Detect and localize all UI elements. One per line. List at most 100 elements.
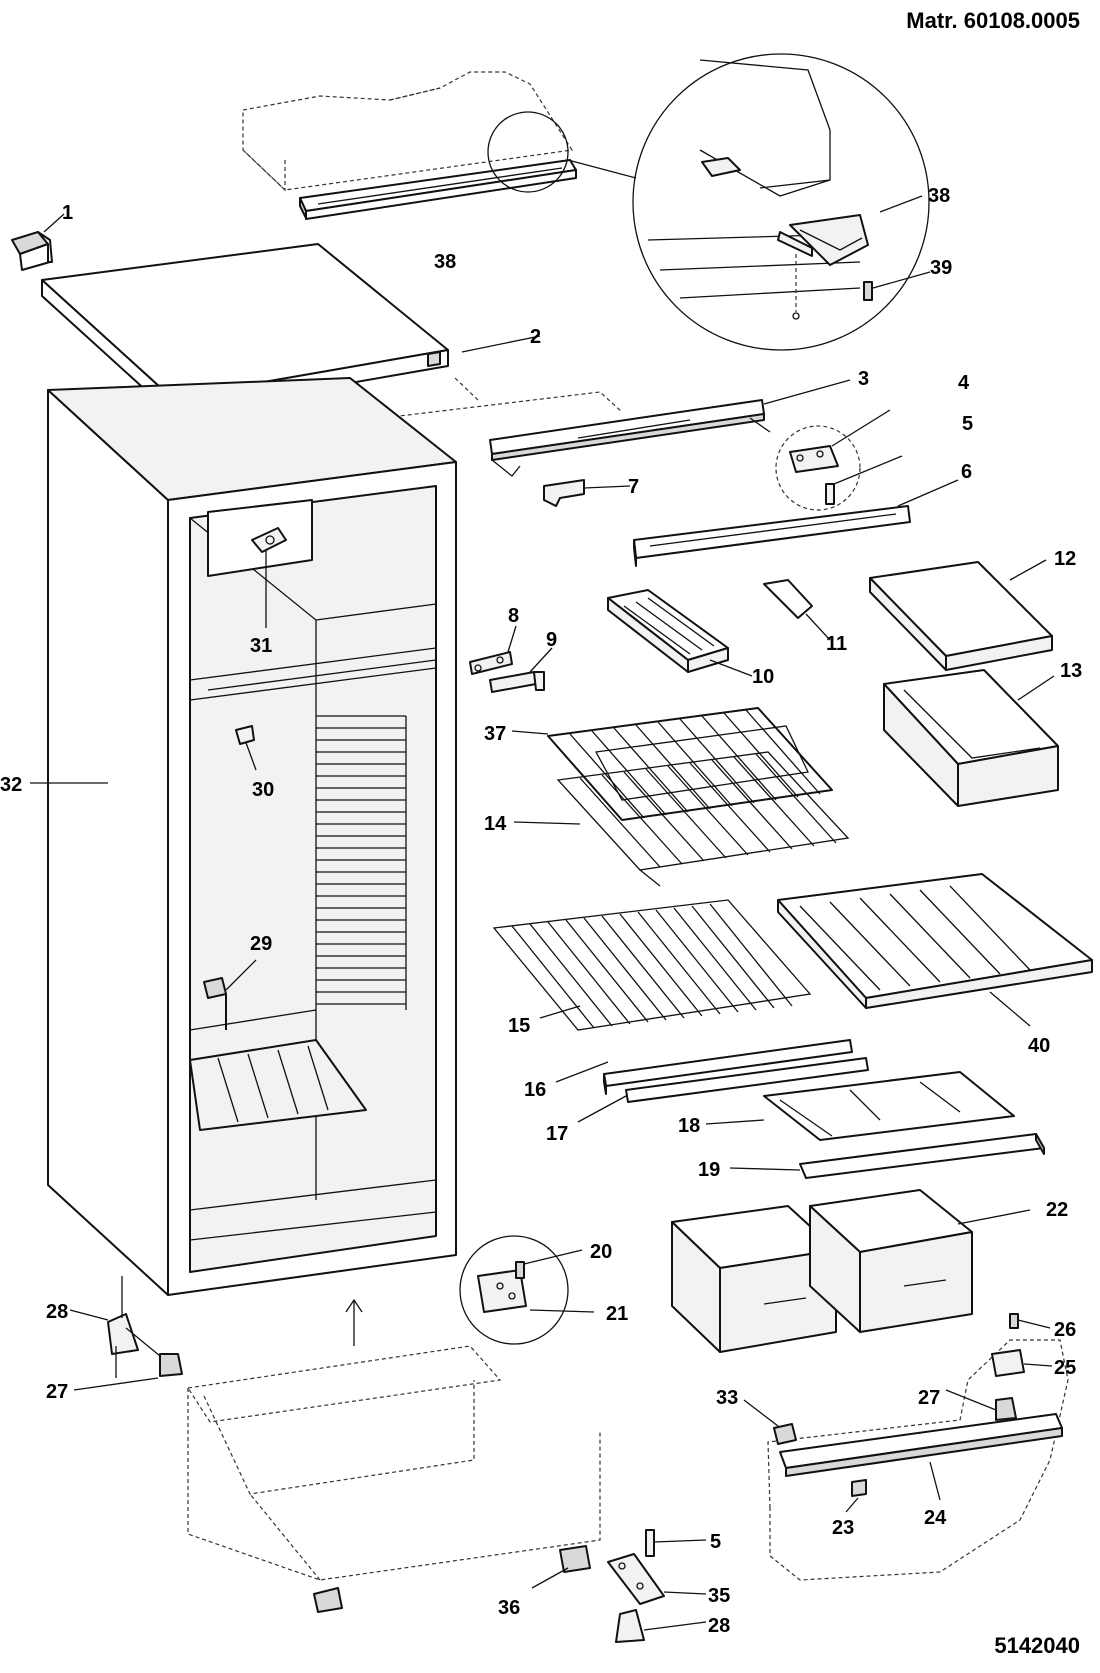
leader-13 [1017,675,1055,701]
label-9: 9 [546,629,557,651]
part-15-wire-rack [492,899,812,1031]
label-35: 35 [708,1585,730,1607]
label-27: 27 [46,1381,68,1403]
assembly-arrow [345,1298,363,1346]
label-16: 16 [524,1079,546,1101]
leader-1 [43,213,65,233]
leader-8 [507,625,517,653]
lid-guide-2 [454,377,479,401]
part-30-pin [235,725,255,745]
leader-33 [743,1399,779,1427]
part-11-scraper [763,579,813,619]
label-25: 25 [1054,1357,1076,1379]
part-21-hinge [477,1269,527,1313]
leader-20 [523,1249,583,1265]
zoom-source-circle [487,111,569,193]
label-13: 13 [1060,660,1082,682]
label-33: 33 [716,1387,738,1409]
label-4: 4 [958,372,970,394]
lower-right-detail-outline [767,1339,1069,1581]
label-5-top: 5 [962,413,973,435]
label-14: 14 [484,813,507,835]
label-21: 21 [606,1303,628,1325]
part-35-hinge [607,1553,665,1605]
zoom-connector [567,159,637,179]
leader-16 [555,1061,609,1083]
leader-28-bottom [643,1621,707,1631]
leader-29 [225,959,257,991]
part-16-strip [603,1039,853,1095]
leader-15 [539,1005,581,1019]
cabinet-shelf-ribs [316,715,407,1010]
leader-39 [872,271,931,289]
part-26-screw [1009,1313,1019,1329]
label-31: 31 [250,635,272,657]
part-24-strip [779,1413,1063,1477]
part-3-rail [489,399,771,477]
part-17-strip [625,1057,869,1103]
leader-17 [577,1095,627,1123]
cabinet-bottom-grill [189,1039,367,1131]
hinge-detail-circle [775,425,861,511]
part-29-probe [203,977,227,1030]
label-27-right: 27 [918,1387,940,1409]
leader-30 [244,739,257,771]
drawing-number: 5142040 [994,1633,1080,1658]
part-18-glass [763,1071,1015,1141]
leader-10 [709,659,753,677]
leader-4 [831,409,891,447]
leader-23 [845,1497,859,1513]
label-10: 10 [752,666,774,688]
label-3: 3 [858,368,869,390]
label-12: 12 [1054,548,1076,570]
label-19: 19 [698,1159,720,1181]
part-27-foot [159,1353,183,1377]
label-18: 18 [678,1115,700,1137]
part-28-foot [107,1313,139,1355]
hinge-21-circle [459,1235,569,1345]
label-24: 24 [924,1507,947,1529]
part-28-foot-bottom [615,1609,645,1643]
leader-21 [529,1309,595,1313]
part-9-bracket [489,671,545,693]
leader-19 [729,1167,801,1171]
label-23: 23 [832,1517,854,1539]
part-8-bracket [469,651,513,675]
part-5-pin-top [825,483,835,505]
label-37: 37 [484,723,506,745]
part-33-clip [773,1423,797,1445]
part-1-cap [11,231,53,271]
leader-28 [69,1309,109,1321]
label-38: 38 [434,251,456,273]
label-38-zoom: 38 [928,185,950,207]
leader-18 [705,1119,765,1125]
leader-2 [461,335,541,353]
part-20-screw [515,1261,525,1279]
part-27-foot-right [995,1397,1017,1421]
part-36-foot [313,1587,343,1613]
part-22-drawer-left [671,1205,837,1353]
zoom-detail [632,53,930,351]
part-6-strip [633,505,911,567]
label-26: 26 [1054,1319,1076,1341]
part-23-clip [851,1479,867,1497]
label-7: 7 [628,476,639,498]
label-15: 15 [508,1015,530,1037]
label-11: 11 [826,633,847,655]
part-22-drawer-right [809,1189,973,1333]
part-31-bracket [251,527,287,553]
label-36: 36 [498,1597,520,1619]
leader-36 [531,1567,569,1589]
part-labels: 1 2 3 4 5 6 7 8 9 10 11 12 13 14 15 16 1… [0,185,1082,1637]
leader-40 [989,991,1031,1027]
label-29: 29 [250,933,272,955]
leader-7 [583,485,631,489]
label-1: 1 [62,202,73,224]
leader-6 [897,479,959,507]
foot-guide-2 [125,1327,161,1357]
label-39: 39 [930,257,952,279]
leader-12 [1009,559,1047,581]
leader-3 [763,379,851,405]
part-12-crisper-lid [869,561,1053,671]
